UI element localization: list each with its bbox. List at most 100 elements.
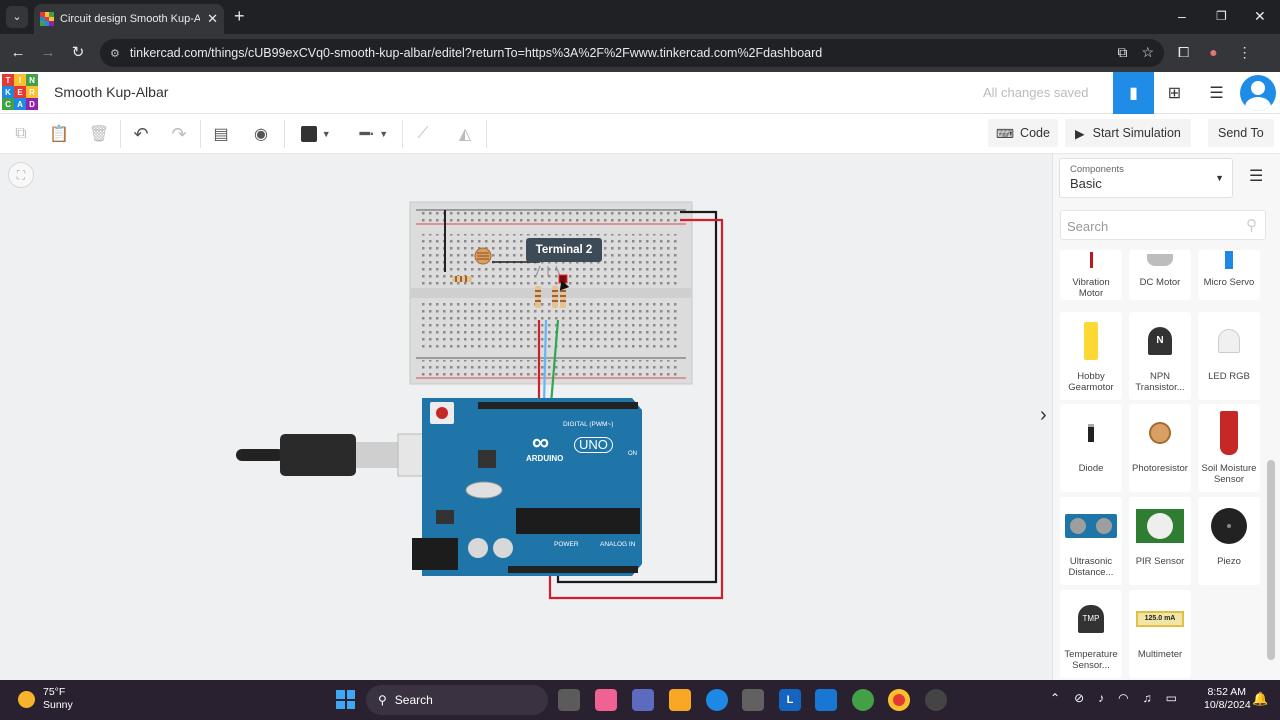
wire-blue-pin[interactable] [542,319,548,405]
network-off-icon[interactable]: ⊘ [1074,691,1085,705]
photos-app-icon[interactable] [815,689,837,711]
component-card-soil-moisture-sensor[interactable]: Soil Moisture Sensor [1198,404,1260,492]
send-to-button[interactable]: Send To [1208,119,1274,147]
store-icon[interactable] [742,689,764,711]
zoom-to-fit-icon[interactable]: ⛶ [8,162,34,188]
resistor-1[interactable] [452,276,472,282]
browser-tab[interactable]: Circuit design Smooth Kup-Albar ✕ [34,4,224,34]
close-tab-icon[interactable]: ✕ [207,11,218,26]
component-card-temperature-sensor[interactable]: TMP Temperature Sensor... [1060,590,1122,678]
component-card-npn-transistor[interactable]: N NPN Transistor... [1129,312,1191,400]
component-card-piezo[interactable]: Piezo [1198,497,1260,585]
l-app-icon[interactable]: L [779,689,801,711]
reload-icon[interactable]: ↻ [71,44,85,61]
wire-green-pin[interactable] [549,319,560,405]
save-status: All changes saved [983,85,1089,100]
power-label: POWER [554,541,579,548]
notes-icon[interactable]: ▤ [213,126,229,143]
components-panel: Components Basic ▼ ☰ Search ⚲ Vibration … [1052,154,1280,680]
circuit-view-icon[interactable]: ▮ [1113,72,1154,114]
battery-icon[interactable]: ▭ [1165,691,1177,705]
cast-icon[interactable]: ⧉ [1117,44,1128,60]
terminal-tooltip: Terminal 2 [526,238,602,262]
windows-start-icon[interactable] [336,690,355,709]
code-button[interactable]: ⌨Code [988,119,1058,147]
design-name[interactable]: Smooth Kup-Albar [54,84,169,100]
component-card-hobby-gearmotor[interactable]: Hobby Gearmotor [1060,312,1122,400]
new-tab-icon[interactable]: + [234,6,245,26]
wire-5v[interactable] [548,218,724,600]
volume-icon[interactable]: ♫ [1142,691,1152,705]
minimize-icon[interactable]: – [1178,8,1186,24]
photoresistor[interactable] [474,247,492,265]
edge-icon[interactable] [706,689,728,711]
component-card-dc-motor[interactable]: DC Motor [1129,250,1191,300]
component-card-led-rgb[interactable]: LED RGB [1198,312,1260,400]
task-view-icon[interactable] [558,689,580,711]
maximize-icon[interactable]: ❐ [1216,9,1227,23]
wire-type-dropdown[interactable]: ━· ▼ [359,126,389,143]
paste-icon[interactable]: 📋 [49,126,69,143]
chevron-up-icon[interactable]: ⌃ [1050,691,1061,705]
taskbar-search[interactable]: ⚲ Search [366,685,548,715]
panel-scrollbar[interactable] [1267,250,1276,662]
site-info-icon[interactable]: ⚙ [110,47,120,60]
user-avatar[interactable] [1240,75,1276,111]
resistor-2[interactable] [535,286,541,308]
component-card-micro-servo[interactable]: Micro Servo [1198,250,1260,300]
url-text: tinkercad.com/things/cUB99exCVq0-smooth-… [129,46,823,60]
weather-widget[interactable]: 75°F Sunny [18,686,73,712]
component-card-vibration-motor[interactable]: Vibration Motor [1060,250,1122,300]
address-bar[interactable]: ⚙ tinkercad.com/things/cUB99exCVq0-smoot… [100,39,1164,67]
extensions-icon[interactable]: ⧠ [1178,44,1190,60]
play-icon: ▶ [1075,126,1085,141]
workplane-canvas[interactable]: ⛶ [0,154,1052,680]
profile-icon[interactable]: ● [1209,44,1218,60]
scrollbar-thumb[interactable] [1267,460,1275,660]
resistor-4[interactable] [560,286,566,308]
start-simulation-button[interactable]: ▶Start Simulation [1065,119,1191,147]
component-card-multimeter[interactable]: 125.0 mA Multimeter [1129,590,1191,678]
close-window-icon[interactable]: ✕ [1254,8,1266,24]
delete-icon[interactable]: 🗑 [88,126,110,143]
component-search-input[interactable]: Search ⚲ [1060,210,1266,240]
note-visibility-icon[interactable]: ◉ [254,126,268,143]
bookmark-star-icon[interactable]: ☆ [1141,44,1154,60]
wifi-icon[interactable]: ◠ [1118,691,1129,705]
copilot-icon[interactable] [595,689,617,711]
component-list-icon[interactable]: ☰ [1209,85,1224,102]
component-card-pir-sensor[interactable]: PIR Sensor [1129,497,1191,585]
undo-icon[interactable]: ↶ [133,123,149,144]
copy-icon[interactable]: ⧉ [15,125,27,142]
file-explorer-icon[interactable] [669,689,691,711]
breadboard[interactable] [409,201,693,385]
back-icon[interactable]: ← [10,44,26,61]
redo-icon[interactable]: ↷ [171,123,187,144]
menu-icon[interactable]: ⋮ [1237,44,1252,60]
collapse-panel-icon[interactable]: › [1040,404,1047,426]
teams-icon[interactable] [632,689,654,711]
chrome-icon[interactable] [888,689,910,711]
rgb-led[interactable] [535,265,568,284]
notification-bell-icon[interactable]: 🔔 [1252,691,1269,706]
forward-icon[interactable]: → [40,44,56,61]
settings-gear-icon[interactable] [925,689,947,711]
arduino-brand: ARDUINO [526,454,564,463]
flip-icon[interactable]: ◭ [458,126,472,143]
component-card-photoresistor[interactable]: Photoresistor [1129,404,1191,492]
components-dropdown[interactable]: Components Basic ▼ [1059,158,1233,198]
wire-color-dropdown[interactable]: ▼ [294,123,338,145]
clock[interactable]: 8:52 AM 10/8/2024 [1204,686,1251,711]
rotate-icon[interactable]: ⟋ [417,125,429,142]
wire-gnd[interactable] [556,210,718,584]
component-card-ultrasonic-distance[interactable]: Ultrasonic Distance... [1060,497,1122,585]
schematic-view-icon[interactable]: ⊞ [1167,85,1182,102]
list-view-icon[interactable]: ☰ [1249,168,1264,185]
component-card-diode[interactable]: Diode [1060,404,1122,492]
whatsapp-icon[interactable] [852,689,874,711]
tab-search-icon[interactable]: ⌄ [6,6,28,28]
microphone-icon[interactable]: ♪ [1098,691,1105,705]
arduino-uno-board[interactable]: ∞ [412,398,642,576]
resistor-3[interactable] [552,286,558,308]
